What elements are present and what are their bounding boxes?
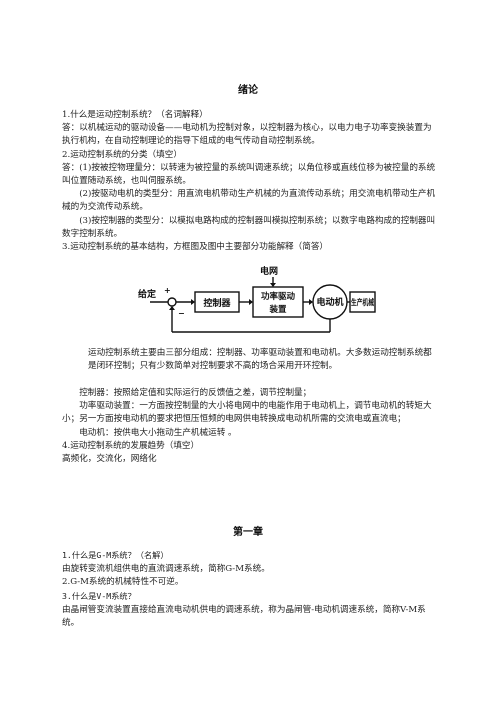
machine-box	[349, 291, 376, 313]
question-4: 4.运动控制系统的发展趋势（填空）	[62, 440, 200, 451]
question-1: 1.什么是运动控制系统？（名词解释）	[62, 110, 208, 120]
section-title-chapter-1: 第一章	[233, 527, 263, 538]
chapter-1-question-3-text: 3.什么是V-M系统？	[62, 590, 136, 601]
intro-text-block-1: 1.什么是运动控制系统？（名词解释） 答：以机械运动的驱动设备——电动机为控制对…	[62, 109, 440, 254]
answer-2-part-2: (2)按驱动电机的类型分：用直流电机带动生产机械的为直流传动系统；用交流电机带动…	[62, 189, 436, 213]
plus-sign: +	[164, 286, 171, 295]
answer-4: 高频化，交流化，网络化	[62, 454, 157, 465]
chapter-1-text-block: 1.什么是G-M系统？（名解） 由旋转变流机组供电的直流调速系统，简称G-M系统…	[62, 549, 440, 630]
chapter-1-question-1: 1.什么是G-M系统？（名解）	[62, 549, 440, 563]
chapter-1-statement-2: 2.G-M系统的机械特性不可逆。	[62, 577, 184, 588]
chapter-1-answer-3: 由晶闸管变流装置直接给直流电动机供电的调速系统，称为晶闸管-电动机调速系统，简称…	[62, 604, 426, 629]
driver-arrowhead	[309, 299, 313, 305]
motor-label: 电动机	[316, 296, 343, 308]
explanation-motor: 电动机：按供电大小拖动生产机械运转 。	[79, 427, 237, 438]
chapter-1-question-1-text: 1.什么是G-M系统？（名解）	[62, 550, 169, 560]
controller-label: 控制器	[203, 297, 231, 309]
question-2: 2.运动控制系统的分类（填空）	[62, 149, 182, 160]
controller-arrowhead	[249, 299, 253, 305]
block-diagram: 电网 给定 + − 控制器 功率驱动 装置 电动机	[136, 264, 376, 340]
explanation-power-driver: 功率驱动装置：一方面按控制量的大小将电网中的电能作用于电动机上，调节电动机的转矩…	[62, 401, 432, 425]
chapter-1-question-3: 3.什么是V-M系统？	[62, 590, 440, 604]
chapter-1-answer-1: 由旋转变流机组供电的直流调速系统，简称G-M系统。	[62, 564, 270, 575]
explanation-paragraph-1: 运动控制系统主要由三部分组成：控制器、功率驱动装置和电动机。大多数运动控制系统都…	[88, 348, 432, 372]
grid-arrowhead	[270, 283, 276, 287]
given-label: 给定	[138, 288, 157, 300]
block-diagram-svg: 电网 给定 + − 控制器 功率驱动 装置 电动机	[138, 265, 376, 333]
intro-text-block-2: 控制器：按照给定值和实际运行的反馈值之差，调节控制量； 功率驱动装置：一方面按控…	[62, 387, 440, 466]
power-driver-label-line1: 功率驱动	[261, 291, 296, 302]
summing-junction	[167, 297, 177, 307]
answer-2-part-3: (3)按控制器的类型分：以模拟电路构成的控制器叫模拟控制系统；以数字电路构成的控…	[62, 215, 436, 239]
minus-sign: −	[178, 309, 185, 318]
error-arrowhead	[191, 299, 195, 305]
diagram-explanation-block: 运动控制系统主要由三部分组成：控制器、功率驱动装置和电动机。大多数运动控制系统都…	[88, 347, 440, 373]
feedback-arrowhead	[169, 306, 175, 310]
question-3: 3.运动控制系统的基本结构，方框图及图中主要部分功能解释（简答）	[62, 242, 329, 253]
answer-1: 答：以机械运动的驱动设备——电动机为控制对象，以控制器为核心，以电力电子功率变换…	[62, 123, 432, 147]
answer-2-part-1: 答：(1)按被控物理量分：以转速为被控量的系统叫调速系统；以角位移或直线位移为被…	[62, 162, 436, 187]
explanation-controller: 控制器：按照给定值和实际运行的反馈值之差，调节控制量；	[79, 388, 312, 398]
section-title-intro: 绪论	[238, 85, 258, 96]
power-driver-label-line2: 装置	[268, 304, 287, 315]
machine-label: 生产机械	[351, 297, 374, 307]
grid-label: 电网	[260, 265, 278, 277]
